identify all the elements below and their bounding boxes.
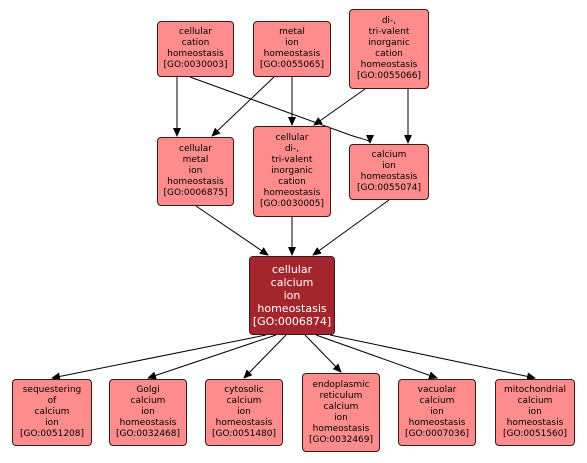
- edge-n_metalion-to-n_cellmetal: [211, 76, 275, 137]
- node-line: calcium: [371, 150, 407, 160]
- node-line: ion: [45, 418, 59, 428]
- go-term-node-endoplasmic-reticulum-calcium-ion-homeostasis[interactable]: endoplasmic reticulum calcium ion homeos…: [302, 373, 380, 452]
- go-term-node-mitochondrial-calcium-ion-homeostasis[interactable]: mitochondrial calcium ion homeostasis [G…: [495, 379, 575, 446]
- node-line: homeostasis: [263, 49, 321, 59]
- go-term-node-cellular-di-tri-valent-inorganic-cation-homeostasis[interactable]: cellular di-, tri-valent inorganic catio…: [253, 126, 331, 217]
- node-line: inorganic: [271, 166, 313, 176]
- go-term-node-calcium-ion-homeostasis[interactable]: calcium ion homeostasis [GO:0055074]: [349, 144, 429, 200]
- node-line: homeostasis: [215, 418, 273, 428]
- node-line: ion: [382, 161, 396, 171]
- go-term-node-golgi-calcium-ion-homeostasis[interactable]: Golgi calcium ion homeostasis [GO:003246…: [109, 379, 187, 446]
- go-term-node-di-tri-valent-inorganic-cation-homeostasis[interactable]: di-, tri-valent inorganic cation homeost…: [349, 9, 429, 89]
- node-line: ion: [141, 407, 155, 417]
- go-term-node-cellular-metal-ion-homeostasis[interactable]: cellular metal ion homeostasis [GO:00068…: [157, 137, 234, 206]
- node-line: sequestering: [22, 385, 82, 395]
- node-line: ion: [188, 166, 203, 176]
- node-line: mitochondrial: [503, 385, 567, 395]
- node-line: cellular: [275, 133, 309, 143]
- node-line: cytosolic: [224, 385, 264, 395]
- node-line: di-,: [284, 144, 300, 154]
- node-line: di-,: [381, 16, 397, 26]
- node-go-id: [GO:0051208]: [19, 429, 85, 439]
- node-line: tri-valent: [368, 27, 410, 37]
- node-line: endoplasmic: [312, 379, 370, 390]
- node-line: reticulum: [319, 390, 363, 401]
- node-line: homeostasis: [360, 172, 418, 182]
- node-line: ion: [237, 407, 251, 417]
- node-line: Golgi: [136, 385, 160, 395]
- node-go-id: [GO:0055065]: [259, 60, 325, 70]
- node-go-id: [GO:0030005]: [259, 199, 325, 209]
- node-line: cation: [278, 177, 306, 187]
- node-line: homeostasis: [167, 177, 224, 187]
- node-line: homeostasis: [506, 418, 564, 428]
- node-line: calcium: [130, 396, 166, 406]
- node-line: ion: [283, 289, 301, 302]
- node-line: calcium: [323, 401, 359, 412]
- node-line: calcium: [270, 276, 314, 289]
- node-line: cation: [375, 49, 403, 59]
- edge-n_focus-to-n_cyto: [243, 334, 287, 379]
- node-line: calcium: [226, 396, 262, 406]
- node-line: ion: [285, 38, 299, 48]
- node-line: cellular: [179, 27, 212, 37]
- node-go-id: [GO:0007036]: [404, 429, 470, 439]
- node-line: ion: [430, 407, 444, 417]
- node-go-id: [GO:0006875]: [163, 188, 228, 198]
- node-go-id: [GO:0006874]: [252, 315, 332, 328]
- node-line: ion: [528, 407, 542, 417]
- node-line: cellular: [179, 144, 212, 154]
- node-line: metal: [279, 27, 305, 37]
- node-line: homeostasis: [408, 418, 466, 428]
- node-go-id: [GO:0055066]: [356, 71, 422, 81]
- edge-n_focus-to-n_golgi: [147, 334, 277, 380]
- node-line: cellular: [271, 263, 313, 276]
- node-go-id: [GO:0030003]: [163, 60, 228, 70]
- node-line: homeostasis: [263, 188, 321, 198]
- node-go-id: [GO:0055074]: [356, 183, 422, 193]
- edge-n_focus-to-n_seq: [51, 334, 267, 381]
- edge-n_ditri-to-n_cellditri: [313, 88, 366, 126]
- node-line: ion: [334, 412, 348, 423]
- go-term-node-metal-ion-homeostasis[interactable]: metal ion homeostasis [GO:0055065]: [253, 21, 331, 77]
- node-line: homeostasis: [312, 423, 370, 434]
- edge-n_calcium-to-n_focus: [312, 199, 390, 256]
- go-term-node-cellular-cation-homeostasis[interactable]: cellular cation homeostasis [GO:0030003]: [157, 21, 234, 77]
- go-term-node-cellular-calcium-ion-homeostasis[interactable]: cellular calcium ion homeostasis [GO:000…: [249, 256, 335, 335]
- node-line: metal: [182, 155, 209, 165]
- edge-n_cation-to-n_calcium: [189, 76, 374, 144]
- node-line: vacuolar: [417, 385, 457, 395]
- node-line: inorganic: [368, 38, 410, 48]
- node-line: cation: [181, 38, 210, 48]
- node-line: calcium: [34, 407, 70, 417]
- node-line: homeostasis: [360, 60, 418, 70]
- node-line: homeostasis: [119, 418, 177, 428]
- edge-n_focus-to-n_mito: [329, 334, 536, 381]
- node-line: calcium: [517, 396, 553, 406]
- edge-n_focus-to-n_vac: [315, 334, 438, 380]
- go-term-node-vacuolar-calcium-ion-homeostasis[interactable]: vacuolar calcium ion homeostasis [GO:000…: [398, 379, 476, 446]
- go-term-node-sequestering-of-calcium-ion[interactable]: sequestering of calcium ion [GO:0051208]: [12, 379, 92, 446]
- edge-n_cellmetal-to-n_focus: [195, 205, 269, 256]
- node-line: homeostasis: [257, 302, 327, 315]
- node-go-id: [GO:0051560]: [502, 429, 568, 439]
- node-go-id: [GO:0032469]: [308, 434, 374, 445]
- node-go-id: [GO:0051480]: [211, 429, 277, 439]
- node-go-id: [GO:0032468]: [115, 429, 181, 439]
- go-term-node-cytosolic-calcium-ion-homeostasis[interactable]: cytosolic calcium ion homeostasis [GO:00…: [205, 379, 283, 446]
- node-line: tri-valent: [271, 155, 313, 165]
- node-line: calcium: [419, 396, 455, 406]
- node-line: homeostasis: [167, 49, 224, 59]
- edge-n_focus-to-n_er: [304, 334, 342, 373]
- node-line: of: [47, 396, 57, 406]
